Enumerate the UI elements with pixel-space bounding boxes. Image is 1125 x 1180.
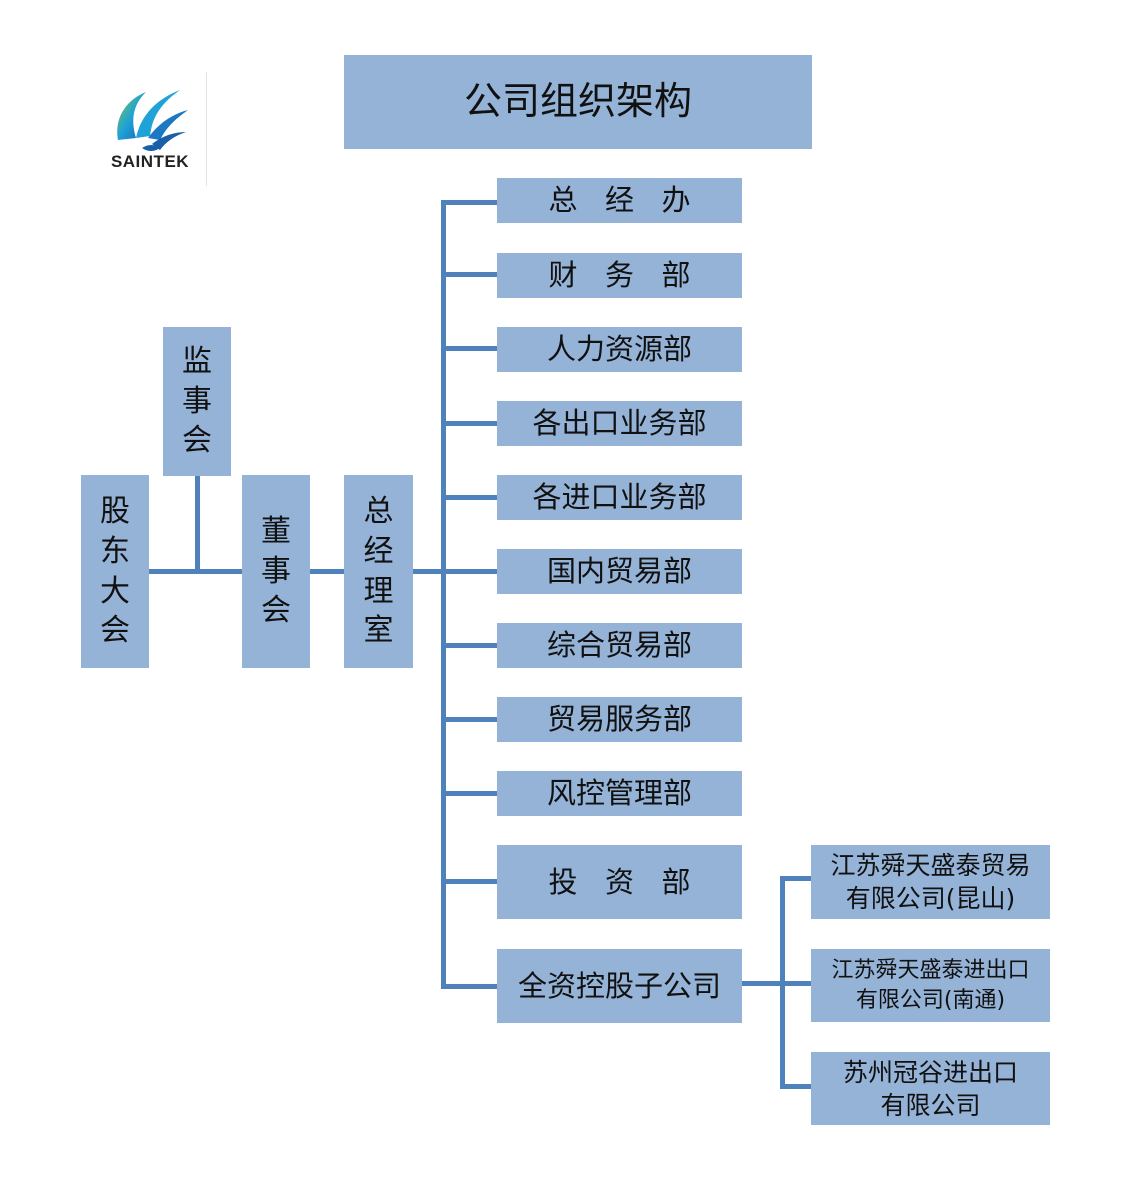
node-label: 董事会 (261, 514, 291, 629)
dept-label: 总经办 (548, 183, 719, 218)
dept-box: 各进口业务部 (497, 475, 742, 520)
connector-branch (441, 569, 498, 574)
dept-box: 人力资源部 (497, 327, 742, 372)
connector-branch (441, 791, 498, 796)
connector-branch (441, 984, 498, 989)
connector-branch (441, 346, 498, 351)
node-label: 监事会 (182, 344, 212, 459)
connector-branch (441, 421, 498, 426)
node-board-of-directors: 董事会 (242, 475, 310, 668)
dept-label: 各出口业务部 (532, 406, 707, 441)
dept-label: 全资控股子公司 (517, 968, 721, 1003)
connector-branch (441, 643, 498, 648)
dept-label: 各进口业务部 (532, 480, 707, 515)
dept-box: 总经办 (497, 178, 742, 223)
dept-box: 投资部 (497, 845, 742, 919)
connector-supervisors (195, 474, 200, 572)
node-general-manager-office: 总经理室 (344, 475, 413, 668)
subsidiary-box: 江苏舜天盛泰进出口 有限公司(南通) (811, 949, 1050, 1022)
node-shareholders-meeting: 股东大会 (81, 475, 149, 668)
connector-gm-trunk (412, 569, 444, 574)
dept-label: 综合贸易部 (546, 628, 692, 663)
connector-branch (441, 200, 498, 205)
chart-title-text: 公司组织架构 (463, 79, 692, 124)
bird-wing-logo-icon (117, 90, 188, 151)
dept-label: 国内贸易部 (546, 554, 692, 589)
dept-box: 全资控股子公司 (497, 949, 742, 1023)
dept-label: 贸易服务部 (546, 702, 692, 737)
dept-label: 人力资源部 (546, 332, 692, 367)
subsidiary-box: 苏州冠谷进出口 有限公司 (811, 1052, 1050, 1125)
logo-wordmark: SAINTEK (110, 152, 190, 171)
node-supervisory-board: 监事会 (163, 327, 231, 476)
dept-box: 财务部 (497, 253, 742, 298)
connector-branch (441, 272, 498, 277)
connector-subsidiary-branch (780, 1084, 811, 1089)
dept-box: 各出口业务部 (497, 401, 742, 446)
connector-dept-trunk (441, 200, 446, 988)
connector-subsidiary-branch (780, 981, 811, 986)
dept-label: 财务部 (548, 258, 719, 293)
node-label: 股东大会 (100, 494, 130, 649)
connector-branch (441, 717, 498, 722)
dept-box: 综合贸易部 (497, 623, 742, 668)
dept-box: 风控管理部 (497, 771, 742, 816)
dept-label: 风控管理部 (546, 776, 692, 811)
dept-label: 投资部 (548, 864, 719, 899)
connector-subsidiary-link (741, 981, 783, 986)
connector-branch (441, 879, 498, 884)
subsidiary-name-line2: 有限公司(南通) (855, 987, 1006, 1013)
subsidiary-name-line1: 江苏舜天盛泰进出口 (831, 958, 1030, 984)
connector-board-gm (309, 569, 345, 574)
connector-branch (441, 495, 498, 500)
node-label: 总经理室 (363, 494, 394, 649)
subsidiary-name-line2: 有限公司(昆山) (845, 884, 1016, 913)
dept-box: 国内贸易部 (497, 549, 742, 594)
logo-divider (206, 72, 207, 186)
connector-subsidiary-branch (780, 876, 811, 881)
chart-title: 公司组织架构 (344, 55, 812, 149)
dept-box: 贸易服务部 (497, 697, 742, 742)
subsidiary-box: 江苏舜天盛泰贸易 有限公司(昆山) (811, 845, 1050, 919)
subsidiary-name-line1: 苏州冠谷进出口 (842, 1057, 1018, 1087)
subsidiary-name-line1: 江苏舜天盛泰贸易 (830, 851, 1031, 880)
subsidiary-name-line2: 有限公司 (880, 1090, 981, 1120)
